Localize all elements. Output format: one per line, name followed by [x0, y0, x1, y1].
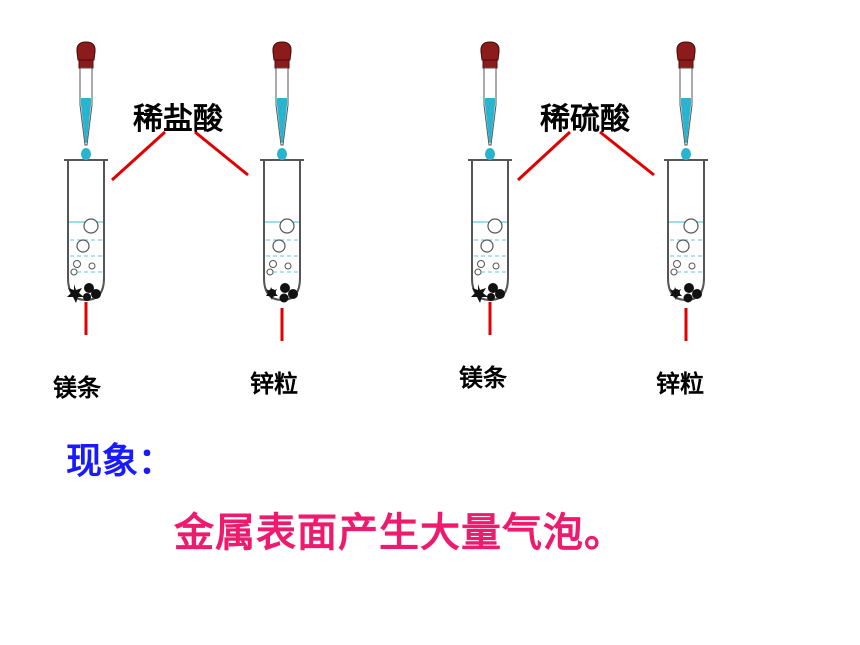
- phenomenon-text: 金属表面产生大量气泡。: [174, 510, 625, 556]
- test-tube-3: [467, 41, 513, 303]
- metal-label-2: 锌粒: [250, 370, 298, 398]
- metal-label-4: 锌粒: [656, 370, 704, 398]
- pointer-lines: [84, 130, 688, 341]
- dropper-1: [76, 41, 96, 161]
- test-tube-4: [663, 41, 709, 303]
- phenomenon-label: 现象：: [66, 441, 175, 482]
- metal-label-3: 镁条: [459, 364, 507, 392]
- acid-label-hcl: 稀盐酸: [133, 102, 223, 137]
- pointer-acid-1-right: [194, 130, 249, 177]
- dropper-4: [676, 41, 696, 161]
- metal-label-1: 镁条: [53, 374, 101, 402]
- dropper-3: [480, 41, 500, 161]
- test-tube-1: [63, 41, 109, 303]
- pointer-acid-1-left: [110, 130, 167, 182]
- dropper-2: [272, 41, 292, 161]
- acid-label-h2so4: 稀硫酸: [540, 102, 630, 137]
- pointer-acid-2-left: [516, 130, 572, 182]
- test-tube-2: [259, 41, 305, 303]
- pointer-acid-2-right: [599, 130, 655, 177]
